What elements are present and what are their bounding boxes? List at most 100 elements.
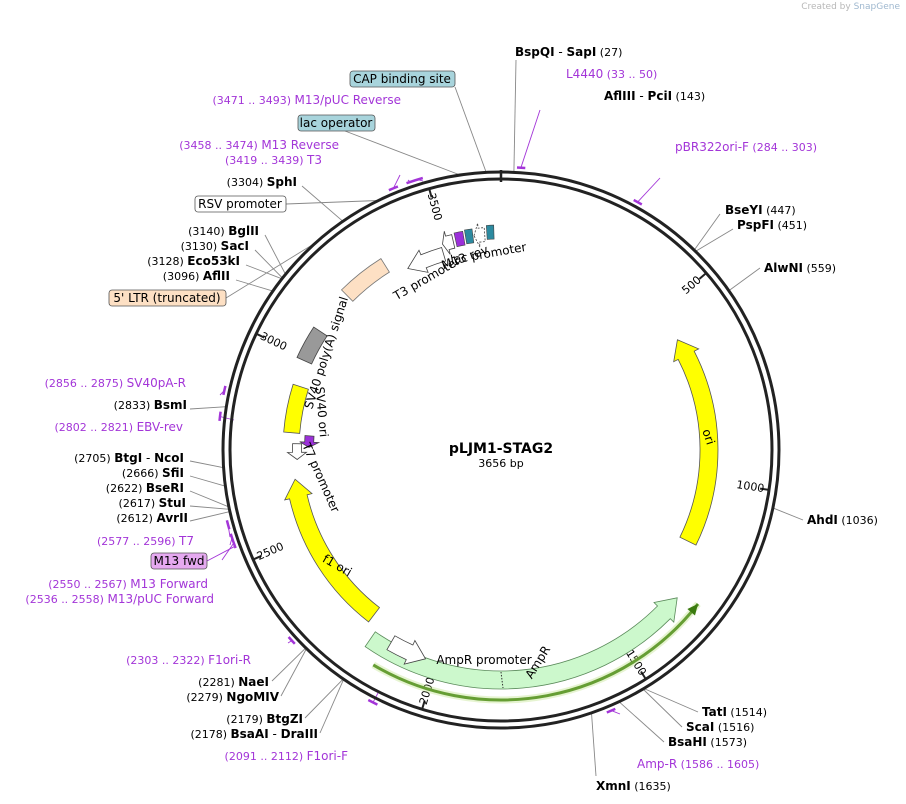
enzyme-label[interactable]: (3304) SphI <box>227 175 297 189</box>
enzyme-position: (451) <box>774 219 807 232</box>
primer-label[interactable]: (3458 .. 3474) M13 Reverse <box>179 138 339 152</box>
leader-line <box>264 234 286 275</box>
lac-operator-box-label <box>297 114 376 132</box>
enzyme-name: NgoMIV <box>226 690 279 704</box>
m13-rev-arrow[interactable] <box>442 231 456 255</box>
f1-ori-feature[interactable] <box>283 478 381 623</box>
enzyme-position: (3140) <box>188 225 228 238</box>
primer-label[interactable]: (2802 .. 2821) EBV-rev <box>55 420 184 434</box>
primer-name: SV40pA-R <box>127 376 186 390</box>
sv40-polya-feature[interactable] <box>296 326 328 365</box>
enzyme-label[interactable]: (2666) SfiI <box>122 466 184 480</box>
enzyme-label[interactable]: (2622) BseRI <box>106 481 184 495</box>
enzyme-name: SfiI <box>162 466 184 480</box>
enzyme-label[interactable]: (2705) BtgI - NcoI <box>74 451 184 465</box>
enzyme-label[interactable]: XmnI (1635) <box>596 779 671 793</box>
enzyme-label[interactable]: (2281) NaeI <box>198 675 269 689</box>
m13-fwd-box <box>150 552 208 570</box>
enzyme-label[interactable]: (3096) AflII <box>163 269 230 283</box>
enzyme-name: PspFI <box>737 218 774 232</box>
primer-label[interactable]: L4440 (33 .. 50) <box>566 67 657 81</box>
enzyme-name: Eco53kI <box>187 254 240 268</box>
lac-operator-label: lac operator <box>300 116 373 130</box>
enzyme-position: (2612) <box>116 512 156 525</box>
enzyme-label[interactable]: TatI (1514) <box>702 705 767 719</box>
enzyme-label[interactable]: (3128) Eco53kI <box>147 254 240 268</box>
primer-name: M13/pUC Forward <box>107 592 214 606</box>
enzyme-name: BtgI <box>114 451 142 465</box>
enzyme-label[interactable]: BseYI (447) <box>725 203 796 217</box>
enzyme-position: (143) <box>672 90 705 103</box>
m13-rev-purple-box[interactable] <box>453 230 466 248</box>
enzyme-position: (2617) <box>119 497 159 510</box>
primer-name: Amp-R <box>637 757 677 771</box>
leader-line <box>693 213 721 251</box>
enzyme-position: (3128) <box>147 255 187 268</box>
t3-promoter-feature[interactable] <box>407 247 447 273</box>
cap-binding-box[interactable] <box>485 224 495 240</box>
m13-fwd-callout[interactable]: M13 fwd <box>150 552 208 570</box>
enzyme-label[interactable]: AhdI (1036) <box>807 513 878 527</box>
ltr-feature[interactable] <box>340 258 390 302</box>
enzyme-label[interactable]: PspFI (451) <box>737 218 807 232</box>
enzyme-position: (2833) <box>114 399 154 412</box>
plasmid-name: pLJM1-STAG2 <box>449 441 553 457</box>
enzyme-position: (27) <box>596 46 622 59</box>
enzyme-position: (1514) <box>727 706 767 719</box>
enzyme-label[interactable]: AlwNI (559) <box>764 261 836 275</box>
cap-binding-site-callout[interactable]: CAP binding site <box>349 70 456 88</box>
enzyme-label[interactable]: (3130) SacI <box>181 239 249 253</box>
enzyme-label[interactable]: (2178) BsaAI - DraIII <box>190 727 318 741</box>
primer-label[interactable]: Amp-R (1586 .. 1605) <box>637 757 759 771</box>
enzyme-label[interactable]: (2179) BtgZI <box>226 712 303 726</box>
enzyme-name: XmnI <box>596 779 631 793</box>
primer-label[interactable]: (2091 .. 2112) F1ori-F <box>225 749 349 763</box>
primer-binding-mark <box>633 198 643 206</box>
enzyme-label[interactable]: (2833) BsmI <box>114 398 187 412</box>
primer-label[interactable]: (3471 .. 3493) M13/pUC Reverse <box>212 93 401 107</box>
primer-label[interactable]: (2550 .. 2567) M13 Forward <box>48 577 208 591</box>
callout-leader-line <box>285 200 379 205</box>
enzyme-separator: - <box>555 45 567 59</box>
enzyme-label[interactable]: (2617) StuI <box>119 496 186 510</box>
callout-leader-line <box>225 242 317 299</box>
rsv-promoter-callout[interactable]: RSV promoter <box>194 195 287 213</box>
t7-promoter-feature[interactable] <box>286 443 308 460</box>
ampr-promoter-feature[interactable] <box>386 635 427 665</box>
primer-label[interactable]: (2536 .. 2558) M13/pUC Forward <box>25 592 214 606</box>
sv40-ori-feature[interactable] <box>283 383 309 434</box>
enzyme-position: (559) <box>803 262 836 275</box>
primer-label[interactable]: (3419 .. 3439) T3 <box>225 153 322 167</box>
tick-label: 2500 <box>255 540 286 563</box>
enzyme-label[interactable]: ScaI (1516) <box>686 720 754 734</box>
lac-operator-box[interactable] <box>464 228 475 245</box>
t7-primer-feature[interactable] <box>299 435 321 448</box>
primer-label[interactable]: (2856 .. 2875) SV40pA-R <box>45 376 186 390</box>
enzyme-name: DraIII <box>281 727 318 741</box>
ampr-promoter-label: AmpR promoter <box>436 653 531 667</box>
callout-leader-line <box>344 130 461 176</box>
lac-promoter-arrow[interactable] <box>473 223 486 248</box>
primer-label[interactable]: (2577 .. 2596) T7 <box>97 534 194 548</box>
ltr-callout[interactable]: 5' LTR (truncated) <box>108 289 227 307</box>
enzyme-position: (1635) <box>631 780 671 793</box>
enzyme-label[interactable]: (2279) NgoMIV <box>186 690 279 704</box>
ampr-dotted-start <box>500 671 504 689</box>
enzyme-label[interactable]: (2612) AvrII <box>116 511 188 525</box>
primer-label[interactable]: pBR322ori-F (284 .. 303) <box>675 140 817 154</box>
enzyme-label[interactable]: BspQI - SapI (27) <box>515 45 622 59</box>
leader-line <box>301 185 344 222</box>
ampr-feature[interactable] <box>364 597 678 690</box>
ori-feature[interactable] <box>673 339 719 546</box>
enzyme-label[interactable]: (3140) BglII <box>188 224 259 238</box>
lac-operator-callout[interactable]: lac operator <box>297 114 376 132</box>
leader-line <box>254 249 283 279</box>
leader-line <box>189 511 231 522</box>
enzyme-name: BsaHI <box>668 735 707 749</box>
enzyme-name: StuI <box>159 496 186 510</box>
enzyme-label[interactable]: BsaHI (1573) <box>668 735 747 749</box>
enzyme-name: BglII <box>228 224 259 238</box>
enzyme-label[interactable]: AflIII - PciI (143) <box>604 89 705 103</box>
primer-label[interactable]: (2303 .. 2322) F1ori-R <box>126 653 251 667</box>
